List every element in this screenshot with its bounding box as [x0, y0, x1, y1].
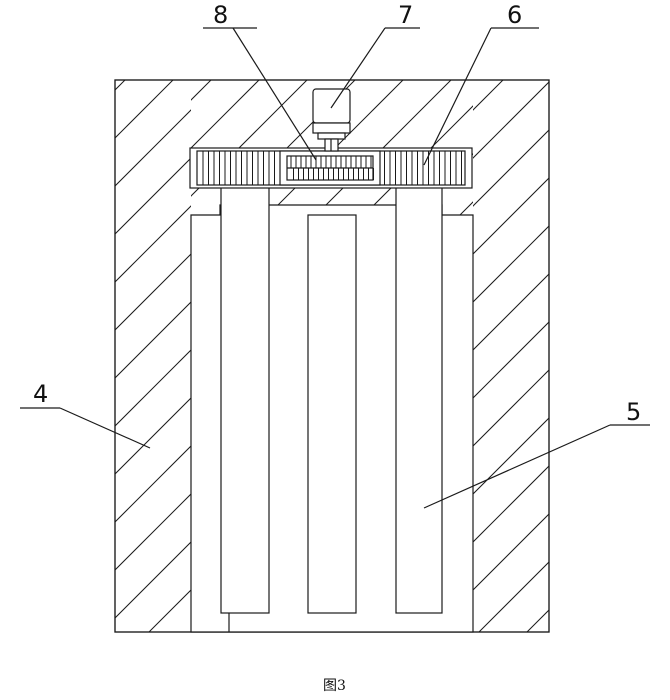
- column-left: [220, 169, 270, 614]
- column-right: [395, 169, 443, 614]
- callout-8: 8: [213, 1, 228, 29]
- column-middle: [307, 214, 357, 614]
- figure-caption: 图3: [323, 678, 346, 694]
- hatch-line: [473, 465, 549, 543]
- housing-hatch-left: [115, 80, 191, 632]
- gear-teeth: [202, 151, 462, 185]
- hatch-line: [115, 109, 191, 187]
- callout-labels: 8 7 6 4 5: [33, 1, 641, 426]
- hatch-line: [115, 80, 126, 91]
- hatch-line: [473, 513, 549, 591]
- pinion-gear: [279, 150, 381, 186]
- hatch-line: [115, 493, 191, 571]
- pinion-teeth: [290, 156, 374, 180]
- callout-6: 6: [507, 1, 522, 29]
- columns: [220, 169, 443, 614]
- hatch-line: [473, 129, 549, 207]
- hatch-line: [115, 349, 191, 427]
- hatch-line: [473, 321, 549, 399]
- callout-5: 5: [626, 398, 641, 426]
- leader-lines: [20, 27, 650, 509]
- callout-7: 7: [398, 1, 413, 29]
- callout-4: 4: [33, 380, 48, 408]
- hatch-line: [115, 157, 191, 235]
- housing-hatch-right: [473, 80, 549, 632]
- hatch-line: [115, 301, 191, 379]
- motor: [312, 88, 351, 152]
